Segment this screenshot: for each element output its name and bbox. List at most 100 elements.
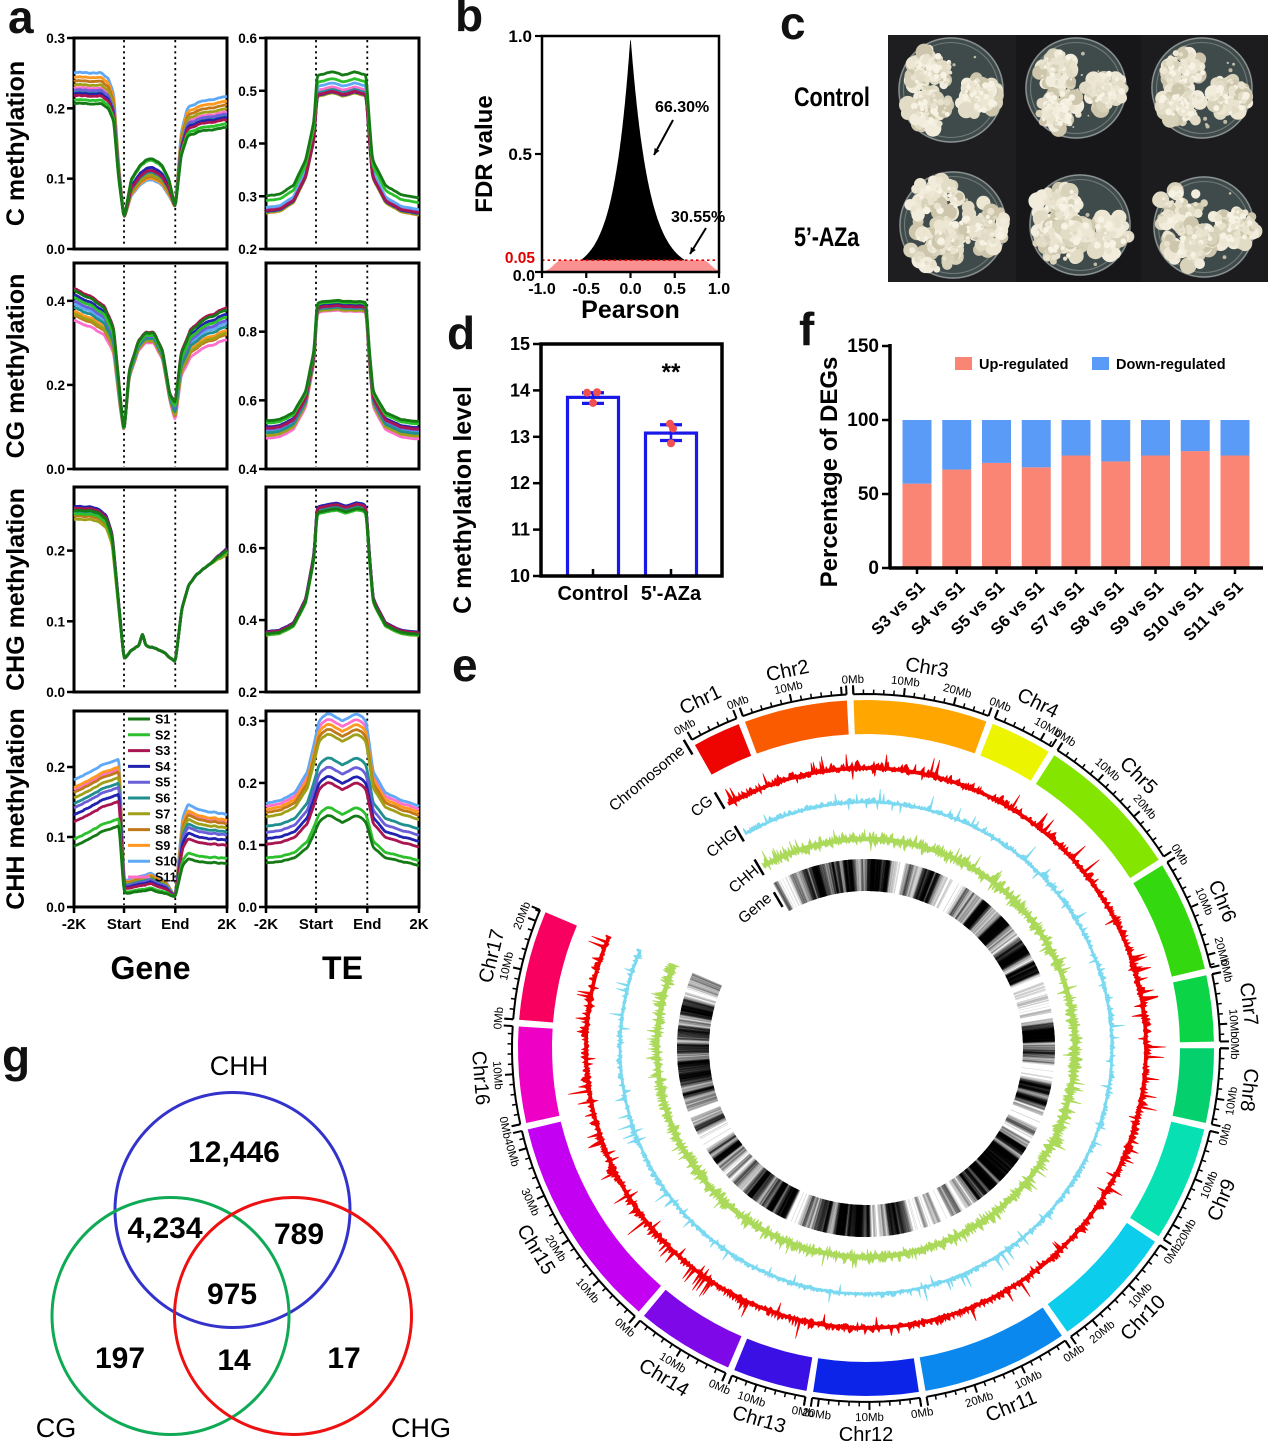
svg-text:10Mb: 10Mb: [773, 679, 804, 697]
svg-text:0.3: 0.3: [238, 189, 257, 204]
svg-text:-1.0: -1.0: [528, 281, 556, 298]
svg-text:Up-regulated: Up-regulated: [979, 357, 1068, 373]
svg-text:0.1: 0.1: [46, 614, 65, 629]
svg-text:0.2: 0.2: [238, 242, 257, 257]
svg-text:0.1: 0.1: [46, 172, 65, 187]
svg-text:30Mb: 30Mb: [518, 1187, 541, 1218]
svg-text:2K: 2K: [409, 916, 428, 933]
svg-text:975: 975: [207, 1278, 257, 1311]
svg-text:0.2: 0.2: [46, 760, 65, 775]
svg-text:0.4: 0.4: [46, 294, 65, 309]
svg-text:End: End: [353, 916, 381, 933]
svg-text:0.6: 0.6: [238, 541, 257, 556]
svg-text:Chr1: Chr1: [676, 681, 725, 719]
svg-text:197: 197: [95, 1342, 145, 1375]
svg-text:100: 100: [847, 410, 879, 431]
svg-text:C methylation level: C methylation level: [449, 386, 477, 614]
svg-text:S3: S3: [155, 744, 170, 758]
svg-text:10Mb: 10Mb: [573, 1276, 601, 1306]
svg-text:14: 14: [510, 380, 530, 400]
svg-text:Chr5: Chr5: [1115, 753, 1161, 799]
svg-text:11: 11: [511, 520, 530, 540]
svg-text:Chr7: Chr7: [1235, 981, 1262, 1027]
svg-text:0Mb: 0Mb: [1228, 1037, 1240, 1059]
svg-text:17: 17: [327, 1342, 360, 1375]
svg-text:0.2: 0.2: [46, 378, 65, 393]
svg-text:0Mb: 0Mb: [1218, 959, 1234, 983]
svg-text:0Mb: 0Mb: [987, 696, 1012, 715]
svg-text:20Mb: 20Mb: [802, 1407, 832, 1423]
svg-text:10: 10: [510, 566, 530, 586]
svg-text:0Mb: 0Mb: [612, 1316, 637, 1340]
svg-text:0Mb: 0Mb: [492, 1007, 506, 1030]
svg-text:12: 12: [510, 473, 530, 493]
svg-text:S5: S5: [155, 776, 170, 790]
svg-text:150: 150: [847, 336, 879, 357]
svg-text:1.0: 1.0: [708, 281, 730, 298]
svg-text:0.3: 0.3: [46, 31, 65, 46]
svg-text:1.0: 1.0: [508, 27, 532, 46]
svg-text:0.2: 0.2: [46, 544, 65, 559]
svg-text:CHG methylation: CHG methylation: [2, 488, 30, 691]
svg-text:0.0: 0.0: [619, 281, 641, 298]
svg-text:0.0: 0.0: [46, 900, 65, 915]
svg-text:13: 13: [510, 427, 530, 447]
svg-text:**: **: [662, 359, 681, 386]
svg-text:Start: Start: [299, 916, 333, 933]
svg-text:-0.5: -0.5: [572, 281, 600, 298]
svg-text:-2K: -2K: [62, 916, 86, 933]
svg-text:0.0: 0.0: [46, 242, 65, 257]
svg-text:15: 15: [510, 334, 530, 354]
svg-text:0Mb: 0Mb: [707, 1378, 732, 1398]
svg-text:0.8: 0.8: [238, 325, 257, 340]
svg-text:-2K: -2K: [254, 916, 278, 933]
svg-text:Chr16: Chr16: [467, 1050, 493, 1106]
svg-text:S4: S4: [155, 760, 170, 774]
svg-text:0.6: 0.6: [238, 31, 257, 46]
svg-text:0.3: 0.3: [238, 714, 257, 729]
svg-text:CHH: CHH: [726, 862, 763, 897]
svg-text:12,446: 12,446: [188, 1136, 280, 1169]
svg-text:CG: CG: [36, 1413, 77, 1443]
svg-text:Gene: Gene: [735, 890, 775, 927]
svg-text:CHH: CHH: [210, 1051, 269, 1081]
svg-text:0.0: 0.0: [46, 462, 65, 477]
svg-text:0.5: 0.5: [508, 145, 532, 164]
svg-text:0.0: 0.0: [238, 900, 257, 915]
svg-text:S7: S7: [155, 807, 170, 821]
svg-text:0Mb: 0Mb: [1052, 727, 1077, 749]
svg-text:0Mb: 0Mb: [910, 1406, 934, 1421]
svg-text:0.0: 0.0: [46, 685, 65, 700]
svg-text:66.30%: 66.30%: [655, 99, 709, 116]
svg-text:CHG: CHG: [391, 1413, 451, 1443]
svg-text:2K: 2K: [217, 916, 236, 933]
svg-text:0.6: 0.6: [238, 393, 257, 408]
svg-text:0Mb: 0Mb: [1168, 842, 1190, 867]
svg-text:0: 0: [868, 558, 879, 579]
svg-text:10Mb: 10Mb: [490, 1061, 504, 1091]
svg-text:FDR value: FDR value: [471, 95, 498, 212]
svg-text:C methylation: C methylation: [2, 61, 30, 226]
svg-text:0Mb: 0Mb: [841, 674, 864, 687]
svg-text:0Mb: 0Mb: [791, 1405, 815, 1421]
svg-text:10Mb: 10Mb: [1226, 1009, 1240, 1039]
svg-text:Down-regulated: Down-regulated: [1116, 357, 1226, 373]
svg-text:0.2: 0.2: [238, 685, 257, 700]
svg-text:0.4: 0.4: [238, 613, 257, 628]
svg-text:Pearson: Pearson: [581, 296, 680, 324]
svg-text:0Mb: 0Mb: [672, 717, 697, 738]
svg-text:0Mb: 0Mb: [496, 1116, 513, 1140]
svg-text:10Mb: 10Mb: [890, 675, 920, 690]
svg-text:Gene: Gene: [110, 950, 190, 986]
svg-text:Chromosome: Chromosome: [606, 742, 688, 815]
svg-text:20Mb: 20Mb: [942, 682, 973, 701]
svg-text:0.5: 0.5: [664, 281, 686, 298]
svg-text:0.1: 0.1: [238, 838, 257, 853]
svg-text:CG methylation: CG methylation: [2, 274, 30, 459]
svg-text:Start: Start: [107, 916, 141, 933]
svg-text:10Mb: 10Mb: [1224, 1086, 1240, 1116]
svg-text:CG: CG: [688, 793, 717, 821]
svg-text:S11: S11: [155, 871, 177, 885]
svg-text:5'-AZa: 5'-AZa: [641, 583, 702, 605]
svg-text:50: 50: [858, 484, 879, 505]
